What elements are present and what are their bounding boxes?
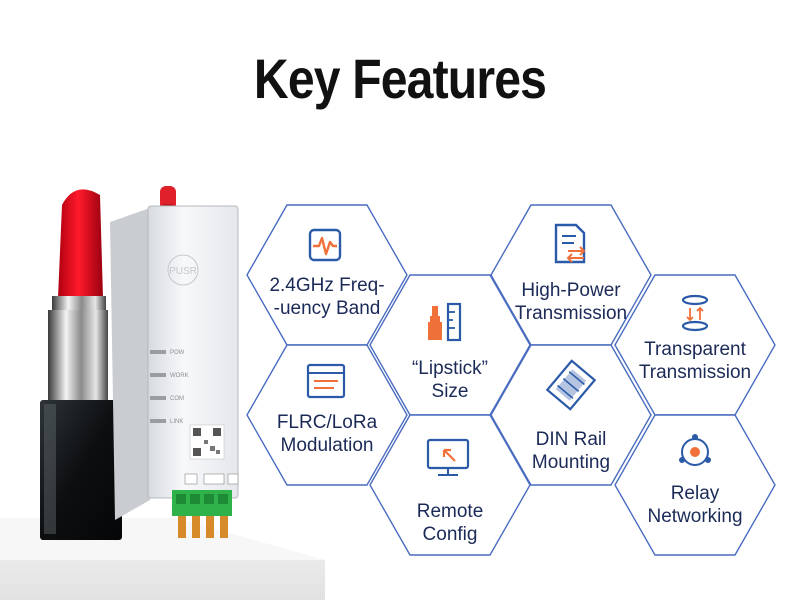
feature-label-transparent: Transparent Transmission: [615, 338, 775, 384]
feature-line: High-Power: [521, 280, 621, 301]
feature-line: DIN Rail: [535, 429, 607, 450]
page-title: Key Features: [253, 47, 547, 110]
feature-line: Config: [422, 524, 478, 545]
feature-line: Size: [431, 381, 469, 402]
transparent-transfer-icon: [681, 294, 709, 332]
led-label-work: WORK: [170, 373, 189, 379]
feature-line: Remote: [416, 501, 484, 522]
feature-line: Transmission: [514, 303, 628, 324]
led-label-com: COM: [170, 396, 184, 402]
din-rail-icon: [545, 359, 597, 411]
device-image: PUSR POW WORK COM LINK: [110, 186, 239, 538]
feature-label-relay: Relay Networking: [615, 482, 775, 528]
feature-label-din-rail: DIN Rail Mounting: [491, 428, 651, 474]
hexagon-din-rail: [490, 344, 652, 486]
feature-line: Networking: [647, 506, 743, 527]
qr-code: [189, 424, 225, 460]
lipstick-image: [40, 189, 122, 540]
feature-label-high-power: High-Power Transmission: [491, 279, 651, 325]
feature-line: -uency Band: [273, 298, 381, 319]
waveform-icon: [308, 228, 342, 262]
feature-line: Relay: [670, 483, 720, 504]
feature-line: Modulation: [280, 435, 374, 456]
feature-line: 2.4GHz Freq-: [269, 275, 385, 296]
feature-line: “Lipstick”: [411, 358, 488, 379]
hexagon-relay: [614, 414, 776, 556]
feature-line: Mounting: [531, 452, 611, 473]
feature-line: Transmission: [638, 362, 752, 383]
led-label-link: LINK: [170, 419, 183, 425]
feature-line: FLRC/LoRa: [276, 412, 378, 433]
feature-line: Transparent: [644, 339, 746, 360]
modulation-window-icon: [306, 363, 346, 399]
terminal-block: [172, 490, 232, 538]
hexagon-flrc-lora: [246, 344, 408, 486]
feature-label-lipstick: “Lipstick” Size: [370, 357, 530, 403]
device-brand-label: PUSR: [169, 266, 197, 277]
document-transfer-icon: [554, 223, 586, 264]
hexagon-remote: [369, 414, 531, 556]
feature-label-2-4ghz: 2.4GHz Freq- -uency Band: [247, 274, 407, 320]
hexagon-grid: [246, 204, 776, 556]
feature-label-flrc-lora: FLRC/LoRa Modulation: [247, 411, 407, 457]
relay-network-icon: [679, 434, 711, 466]
feature-label-remote: Remote Config: [370, 500, 530, 546]
lipstick-ruler-icon: [428, 302, 462, 342]
led-label-pow: POW: [170, 350, 185, 356]
remote-monitor-icon: [426, 438, 470, 476]
